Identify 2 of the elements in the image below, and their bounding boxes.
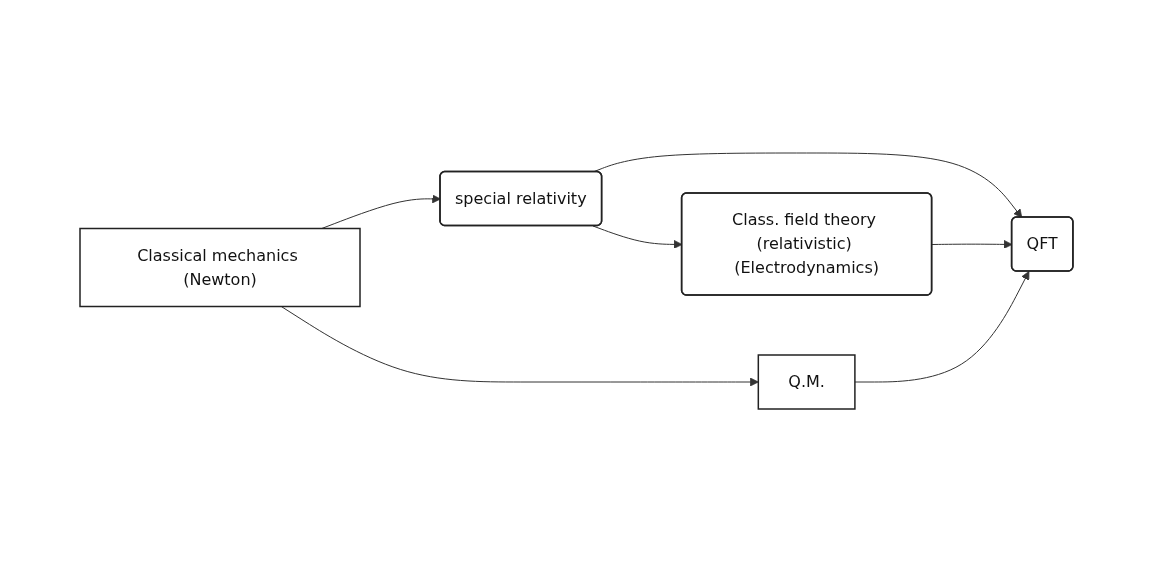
- node-box: Classical mechanics (Newton): [78, 227, 361, 308]
- node-box: Q.M.: [757, 354, 856, 410]
